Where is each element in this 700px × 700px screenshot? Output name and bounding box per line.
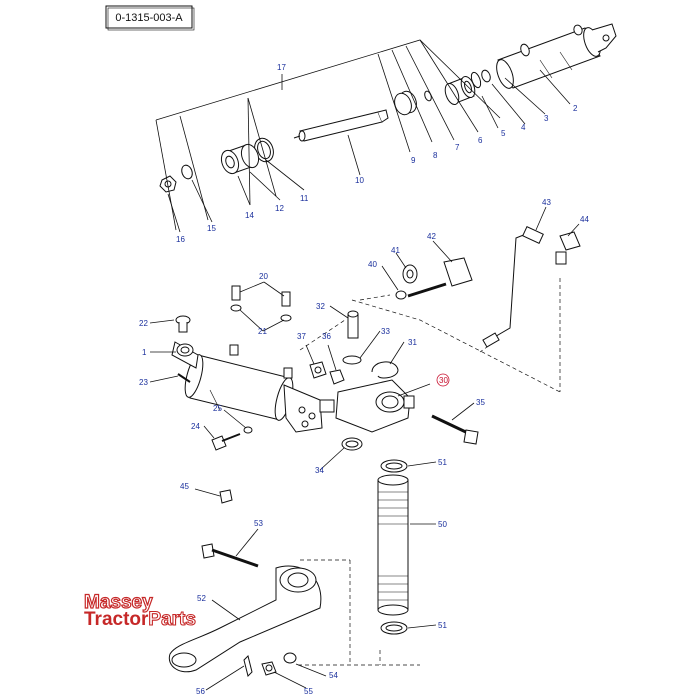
callout-12: 12 [275,204,284,213]
callout-42: 42 [427,232,436,241]
callout-35: 35 [476,398,485,407]
housing-30 [319,379,415,433]
top-cylinder-assembly [159,23,617,193]
watermark-logo: Massey TractorParts [83,591,196,630]
callout-2: 2 [573,104,578,113]
callout-41: 41 [391,246,400,255]
drag-link-43 [482,226,544,348]
callout-10: 10 [355,176,364,185]
bolt-22 [175,315,191,333]
steering-arm [168,565,322,673]
callout-33: 33 [381,327,390,336]
callout-7: 7 [455,143,460,152]
lower-assembly [168,459,409,677]
callout-24: 24 [191,422,200,431]
callout-15: 15 [207,224,216,233]
watermark-tractor: Tractor [84,609,149,630]
ball-joint-44 [555,231,581,265]
callout-40: 40 [368,260,377,269]
callout-8: 8 [433,151,438,160]
callout-43: 43 [542,198,551,207]
callout-23: 23 [139,378,148,387]
callout-32: 32 [316,302,325,311]
piston-rod [293,109,389,142]
callout-54: 54 [329,671,338,680]
callout-25: 25 [213,404,222,413]
piston [220,143,260,175]
pin-32 [347,310,359,339]
callout-56: 56 [196,687,205,696]
top-leader-lines [155,39,571,233]
callout-16: 16 [176,235,185,244]
callout-14: 14 [245,211,254,220]
callout-11: 11 [300,194,309,203]
callout-50: 50 [438,520,447,529]
watermark-parts: Parts [148,609,196,630]
callout-45: 45 [180,482,189,491]
callout-1: 1 [142,348,147,357]
callout-51-bottom: 51 [438,621,447,630]
bolt-35 [431,414,479,445]
reference-code: 0-1315-003-A [115,12,183,24]
callout-numbers: 2 3 4 5 6 7 8 9 10 11 12 14 15 16 17 1 2… [139,63,589,696]
reference-box: 0-1315-003-A [105,5,195,31]
highlight-ring [436,373,450,387]
callout-31: 31 [408,338,417,347]
watermark-line2: TractorParts [84,609,196,630]
middle-leader-lines [149,206,580,497]
rod-end-42 [407,257,473,298]
screw-24 [211,426,253,451]
callout-20: 20 [259,272,268,281]
callout-3: 3 [544,114,549,123]
middle-assembly [171,226,581,666]
callout-55: 55 [304,687,313,696]
ram-cylinder [171,341,323,433]
callout-52: 52 [197,594,206,603]
callout-6: 6 [478,136,483,145]
cylinder-barrel [496,23,617,89]
callout-17: 17 [277,63,286,72]
callout-21: 21 [258,327,267,336]
callout-37: 37 [297,332,306,341]
callout-4: 4 [521,123,526,132]
callout-36: 36 [322,332,331,341]
fittings [230,285,292,322]
callout-5: 5 [501,129,506,138]
spline-shaft [377,474,409,616]
callout-30: 30 [439,376,448,385]
callout-9: 9 [411,156,416,165]
callout-44: 44 [580,215,589,224]
watermark-line1: Massey [84,592,153,613]
callout-51-top: 51 [438,458,447,467]
callout-53: 53 [254,519,263,528]
lower-leader-lines [205,461,437,691]
callout-34: 34 [315,466,324,475]
bolt-53 [201,543,259,568]
callout-22: 22 [139,319,148,328]
